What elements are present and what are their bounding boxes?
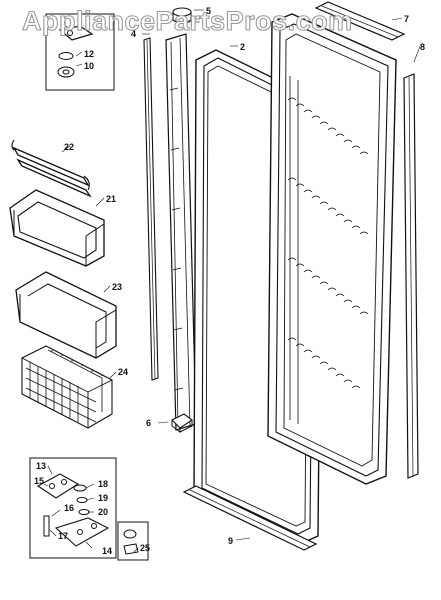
part-9-bottom-trim bbox=[182, 485, 318, 551]
part-3-door-channel bbox=[165, 33, 197, 431]
label-part-18: 18 bbox=[98, 479, 108, 489]
label-part-17: 17 bbox=[58, 531, 68, 541]
label-part-24: 24 bbox=[118, 367, 128, 377]
part-5-hinge-cap bbox=[172, 7, 192, 24]
part-21-door-bin bbox=[9, 189, 105, 267]
label-part-12: 12 bbox=[84, 49, 94, 59]
part-1-hinge-kit bbox=[45, 13, 115, 91]
part-4-gasket-strip bbox=[143, 37, 159, 381]
label-part-13: 13 bbox=[36, 461, 46, 471]
label-part-1: 1 bbox=[62, 19, 67, 29]
label-part-10: 10 bbox=[84, 61, 94, 71]
label-part-23: 23 bbox=[112, 282, 122, 292]
label-part-25: 25 bbox=[140, 543, 150, 553]
label-part-15: 15 bbox=[34, 476, 44, 486]
part-25-cam-box bbox=[117, 521, 149, 561]
label-part-19: 19 bbox=[98, 493, 108, 503]
part-6-door-stop bbox=[171, 413, 193, 433]
label-part-6: 6 bbox=[146, 418, 151, 428]
label-part-16: 16 bbox=[64, 503, 74, 513]
part-7-top-trim bbox=[314, 1, 406, 41]
label-part-8: 8 bbox=[420, 42, 425, 52]
label-part-3: 3 bbox=[202, 18, 207, 28]
part-number-labels: 5 3 4 2 7 8 1 12 10 22 21 23 24 6 9 13 1… bbox=[34, 6, 425, 556]
leader-lines bbox=[43, 9, 421, 553]
label-part-21: 21 bbox=[106, 194, 116, 204]
label-part-20: 20 bbox=[98, 507, 108, 517]
label-part-22: 22 bbox=[64, 142, 74, 152]
label-part-5: 5 bbox=[206, 6, 211, 16]
label-part-14: 14 bbox=[102, 546, 112, 556]
part-1-door-panel bbox=[267, 13, 397, 485]
label-part-4: 4 bbox=[131, 29, 136, 39]
part-23-dairy-bin bbox=[15, 271, 117, 359]
watermark-text: AppliancePartsPros.com bbox=[22, 6, 353, 36]
part-8-side-trim bbox=[403, 73, 419, 479]
label-part-7: 7 bbox=[404, 14, 409, 24]
label-part-9: 9 bbox=[228, 536, 233, 546]
part-22-shelf-rail bbox=[11, 139, 92, 198]
part-13-lower-hinge-kit bbox=[29, 457, 117, 559]
label-part-2: 2 bbox=[240, 42, 245, 52]
part-24-wire-basket bbox=[21, 345, 113, 429]
